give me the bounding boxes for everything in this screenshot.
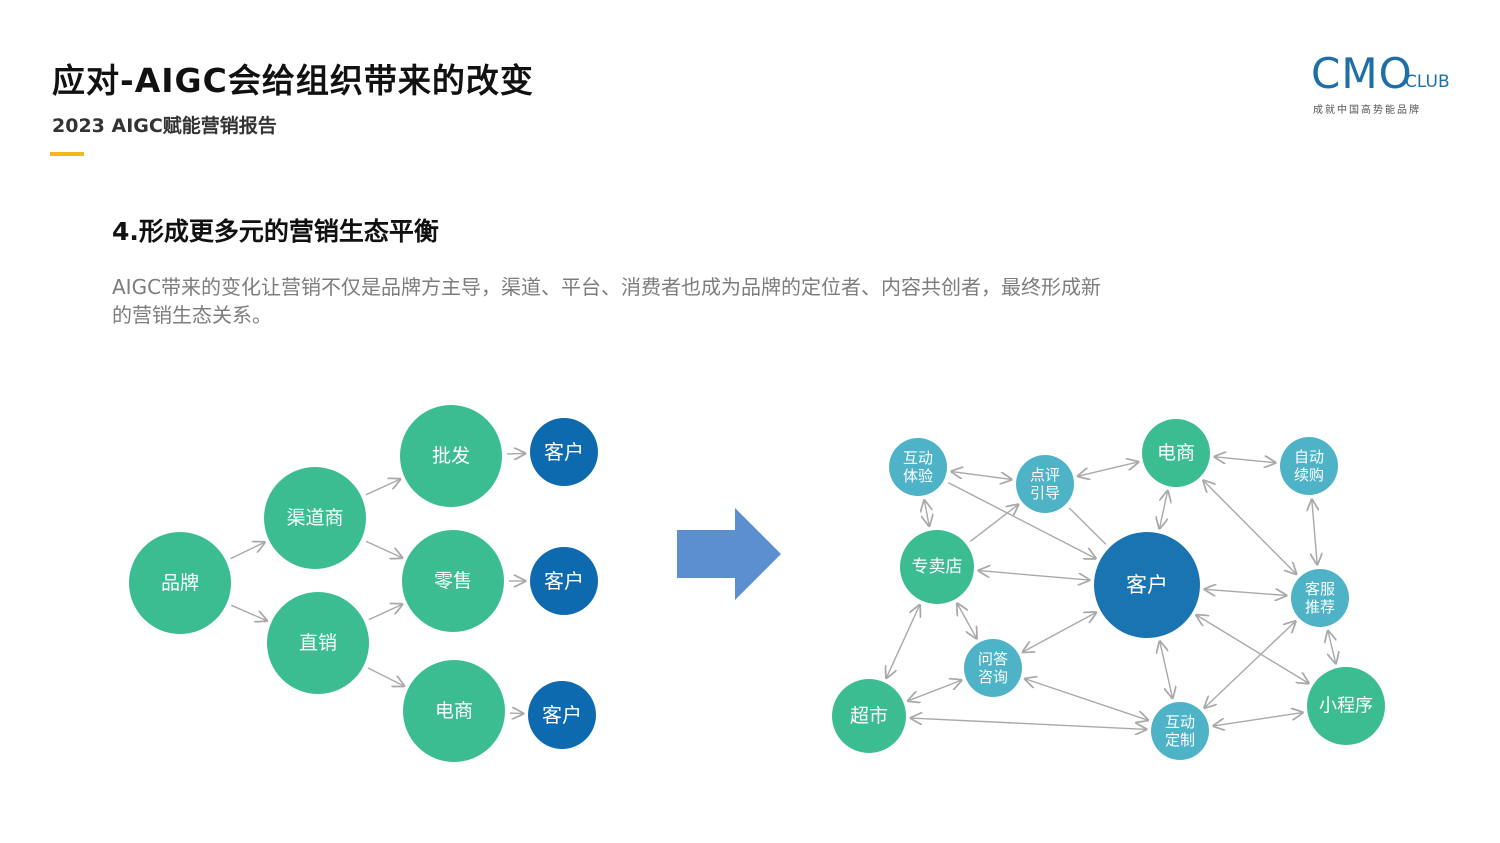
right-edge-kf_tj-xcx bbox=[1328, 631, 1336, 663]
right-edge-hd_dz-xcx bbox=[1214, 713, 1303, 726]
right-node-xcx bbox=[1307, 667, 1385, 745]
right-node-zmd bbox=[900, 530, 974, 604]
right-node-zd_xg bbox=[1280, 437, 1338, 495]
right-node-label-dp_yd: 引导 bbox=[1030, 484, 1060, 502]
right-node-label-zd_xg: 自动 bbox=[1294, 448, 1324, 466]
transition-arrow-icon bbox=[677, 508, 781, 600]
right-node-kh bbox=[1094, 532, 1200, 638]
right-edge-zmd-kh bbox=[979, 571, 1089, 580]
right-edge-zmd-dp_yd bbox=[969, 505, 1018, 542]
right-node-label-kf_tj: 推荐 bbox=[1305, 598, 1335, 616]
right-node-label-wd_zx: 问答 bbox=[978, 650, 1008, 668]
left-node-label-cust2: 客户 bbox=[544, 569, 584, 593]
right-edge-hd_ty-zmd bbox=[924, 500, 929, 525]
right-edge-cs-hd_dz bbox=[911, 718, 1146, 729]
left-node-channel bbox=[264, 467, 366, 569]
right-edge-dp_yd-kh bbox=[1068, 507, 1107, 545]
right-edge-hd_ty-kh bbox=[947, 481, 1095, 559]
right-edge-zmd-wd_zx bbox=[957, 604, 976, 639]
right-edge-zd_xg-kf_tj bbox=[1312, 500, 1317, 564]
left-node-ecom bbox=[403, 660, 505, 762]
left-node-brand bbox=[129, 532, 231, 634]
right-node-label-kh: 客户 bbox=[1126, 573, 1168, 597]
right-node-label-zd_xg: 续购 bbox=[1294, 466, 1324, 484]
right-node-label-hd_dz: 互动 bbox=[1165, 713, 1195, 731]
right-node-ds bbox=[1142, 419, 1210, 487]
left-node-label-brand: 品牌 bbox=[161, 572, 199, 594]
logo-tagline: 成就中国高势能品牌 bbox=[1313, 105, 1421, 116]
cmo-club-logo: CMO CLUB 成就中国高势能品牌 bbox=[1311, 52, 1451, 118]
right-node-label-zmd: 专卖店 bbox=[912, 557, 963, 577]
right-node-label-hd_ty: 互动 bbox=[903, 449, 933, 467]
section-heading: 4.形成更多元的营销生态平衡 bbox=[112, 217, 439, 246]
report-subtitle: 2023 AIGC赋能营销报告 bbox=[52, 115, 277, 137]
title-accent-bar bbox=[50, 152, 84, 156]
right-node-wd_zx bbox=[964, 639, 1022, 697]
left-node-direct bbox=[267, 592, 369, 694]
right-node-label-hd_dz: 定制 bbox=[1165, 731, 1195, 749]
right-node-label-dp_yd: 点评 bbox=[1030, 466, 1060, 484]
left-node-wholesale bbox=[400, 405, 502, 507]
right-node-label-ds: 电商 bbox=[1157, 442, 1195, 464]
right-node-label-xcx: 小程序 bbox=[1319, 696, 1373, 717]
left-node-label-ecom: 电商 bbox=[435, 700, 473, 722]
left-node-cust1 bbox=[530, 418, 598, 486]
right-node-label-kf_tj: 客服 bbox=[1305, 580, 1335, 598]
left-edge-brand-channel bbox=[230, 542, 264, 560]
right-node-hd_ty bbox=[889, 438, 947, 496]
right-node-dp_yd bbox=[1016, 455, 1074, 513]
page-title: 应对-AIGC会给组织带来的改变 bbox=[52, 61, 534, 100]
right-edge-ds-kh bbox=[1159, 491, 1167, 528]
left-node-label-wholesale: 批发 bbox=[432, 445, 470, 467]
left-edge-channel-wholesale bbox=[365, 479, 400, 496]
left-node-cust2 bbox=[530, 547, 598, 615]
logo-main-text: CMO bbox=[1311, 49, 1413, 98]
right-edge-kh-hd_dz bbox=[1160, 642, 1173, 698]
right-node-cs bbox=[832, 679, 906, 753]
left-edge-channel-retail bbox=[365, 540, 402, 557]
right-edge-zmd-cs bbox=[886, 605, 919, 678]
right-node-hd_dz bbox=[1151, 702, 1209, 760]
right-edge-ds-kf_tj bbox=[1203, 481, 1296, 574]
left-node-cust3 bbox=[528, 681, 596, 749]
left-node-label-cust1: 客户 bbox=[544, 440, 584, 464]
right-edge-ds-zd_xg bbox=[1215, 457, 1275, 463]
right-edge-kh-kf_tj bbox=[1205, 589, 1286, 595]
left-diagram-edges bbox=[230, 453, 525, 713]
right-diagram-edges bbox=[886, 457, 1335, 730]
left-node-label-cust3: 客户 bbox=[542, 703, 582, 727]
right-node-kf_tj bbox=[1291, 569, 1349, 627]
right-node-label-cs: 超市 bbox=[850, 705, 888, 727]
left-node-retail bbox=[402, 530, 504, 632]
left-edge-brand-direct bbox=[231, 604, 266, 620]
right-diagram-nodes: 互动体验点评引导电商自动续购专卖店客户客服推荐问答咨询超市互动定制小程序 bbox=[832, 419, 1385, 760]
left-node-label-direct: 直销 bbox=[299, 632, 337, 654]
right-edge-dp_yd-ds bbox=[1078, 462, 1138, 476]
left-edge-wholesale-cust1 bbox=[506, 453, 525, 454]
right-node-label-wd_zx: 咨询 bbox=[978, 668, 1008, 686]
left-node-label-channel: 渠道商 bbox=[286, 507, 343, 529]
right-edge-wd_zx-hd_dz bbox=[1025, 679, 1148, 720]
left-node-label-retail: 零售 bbox=[434, 570, 472, 592]
right-edge-kf_tj-hd_dz bbox=[1205, 621, 1296, 707]
right-node-label-hd_ty: 体验 bbox=[903, 467, 933, 485]
left-edge-direct-ecom bbox=[367, 667, 404, 686]
right-edge-wd_zx-kh bbox=[1023, 613, 1096, 652]
right-edge-hd_ty-dp_yd bbox=[952, 472, 1012, 480]
left-edge-direct-retail bbox=[368, 604, 402, 621]
logo-club-text: CLUB bbox=[1405, 72, 1450, 92]
section-description: AIGC带来的变化让营销不仅是品牌方主导，渠道、平台、消费者也成为品牌的定位者、… bbox=[112, 275, 1102, 327]
right-edge-cs-wd_zx bbox=[908, 680, 961, 701]
